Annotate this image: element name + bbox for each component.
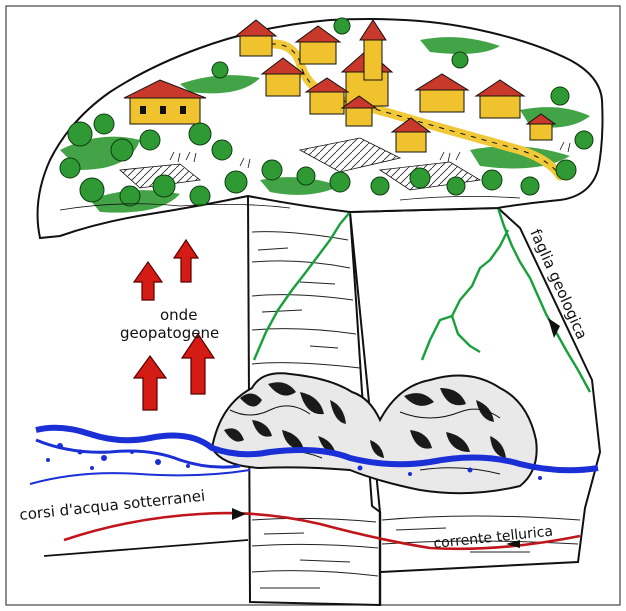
tree-icon (110, 138, 134, 162)
house-icon (304, 77, 350, 115)
red-up-arrow-icon (180, 332, 216, 395)
tree-icon (520, 176, 540, 196)
tree-icon (296, 166, 316, 186)
house-icon (123, 79, 207, 125)
tree-icon (224, 170, 248, 194)
house-icon (294, 25, 342, 65)
tree-icon (152, 174, 176, 198)
house-icon (390, 117, 432, 153)
tree-icon (574, 130, 594, 150)
tree-icon (59, 157, 81, 179)
tree-icon (211, 61, 229, 79)
cavern-rocks (210, 372, 538, 495)
label-waves-line1: onde (160, 306, 197, 324)
tree-icon (333, 17, 351, 35)
tree-icon (119, 185, 141, 207)
house-icon (414, 73, 470, 113)
red-up-arrow-icon (132, 354, 168, 411)
fault-line (252, 207, 592, 393)
tree-icon (189, 185, 211, 207)
geopathic-waves (132, 238, 216, 411)
tree-icon (550, 86, 570, 106)
house-icon (340, 95, 378, 127)
red-up-arrow-icon (132, 260, 164, 301)
tree-icon (451, 51, 469, 69)
house-icon (234, 19, 278, 57)
house-icon (260, 57, 306, 97)
red-up-arrow-icon (172, 238, 200, 283)
fault-arrow-icon (548, 318, 560, 338)
tree-icon (188, 122, 212, 146)
tree-icon (79, 177, 105, 203)
tree-icon (261, 159, 283, 181)
tree-icon (93, 113, 115, 135)
tree-icon (370, 176, 390, 196)
underground-water (29, 424, 599, 485)
label-waves-line2: geopatogene (120, 324, 219, 342)
tree-icon (555, 159, 577, 181)
tree-icon (409, 167, 431, 189)
village-landscape (36, 17, 604, 240)
tree-icon (67, 121, 93, 147)
tree-icon (211, 139, 233, 161)
house-icon (525, 113, 557, 141)
house-icon (474, 79, 526, 119)
tree-icon (481, 169, 503, 191)
tree-icon (329, 171, 351, 193)
tree-icon (139, 129, 161, 151)
tree-icon (446, 176, 466, 196)
telluric-current (43, 508, 581, 557)
